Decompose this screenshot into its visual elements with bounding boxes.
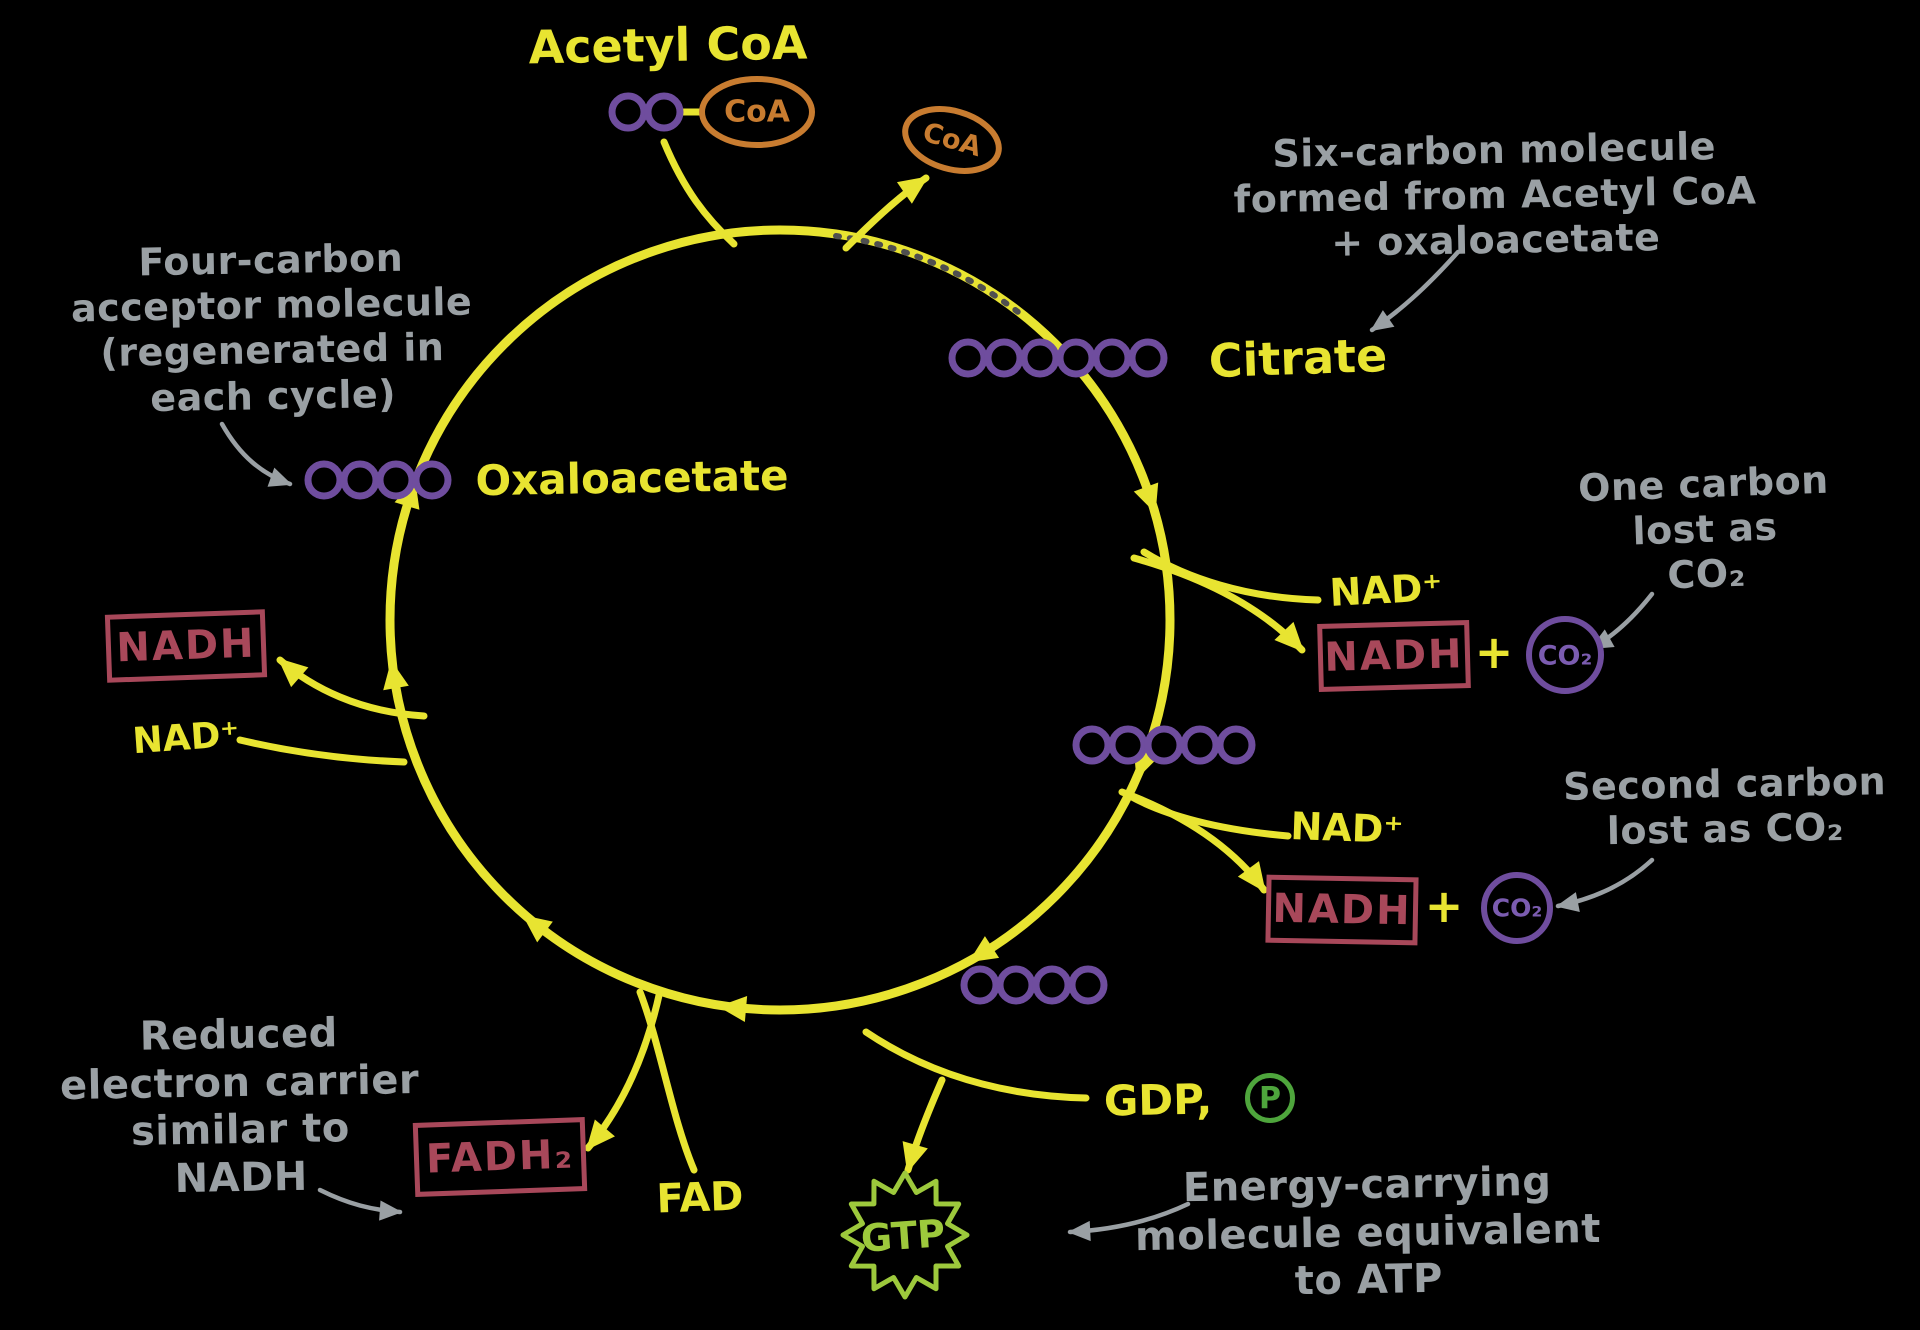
coa-attached-oval	[699, 76, 815, 148]
nad-right2-curve	[1126, 792, 1292, 840]
reduced-carrier-annotation: Reduced electron carrier similar to NADH	[59, 1009, 421, 1206]
oxaloacetate-carbon-chain	[304, 460, 452, 500]
cycle-arrowhead	[522, 915, 553, 943]
fadh2-box: FADH₂	[412, 1117, 588, 1197]
co2-circle-1	[1526, 616, 1604, 694]
one-carbon-annotation: One carbon lost as CO₂	[1577, 458, 1832, 602]
nadh-right2-box: NADH	[1265, 874, 1419, 946]
coa-release-arrow	[842, 174, 930, 252]
fadh2-label: FADH₂	[425, 1131, 575, 1183]
annotation-line: NADH	[174, 1153, 309, 1202]
nad-right1-curve	[1140, 548, 1322, 604]
citrate-label: Citrate	[1207, 327, 1389, 389]
oxaloacetate-label: Oxaloacetate	[475, 450, 789, 506]
annotation-line: acceptor molecule	[70, 279, 473, 331]
six-carbon-pointer-arrow	[1369, 249, 1461, 333]
phosphate-circle: P	[1245, 1073, 1295, 1123]
yellow-connectors	[236, 108, 1322, 1174]
nadh-right2-label: NADH	[1272, 885, 1412, 935]
annotation-line: molecule equivalent	[1134, 1205, 1602, 1260]
dashed-arc-segment	[833, 233, 1021, 315]
acetyl-entry-curve	[660, 138, 738, 248]
annotation-line: One carbon	[1577, 457, 1830, 511]
citrate-carbon-chain	[948, 338, 1168, 378]
nadh-left-label: NADH	[115, 620, 257, 672]
gtp-starburst	[840, 1170, 970, 1300]
cycle-arrowhead	[1133, 482, 1159, 514]
co2-label-1: CO₂	[1537, 640, 1593, 672]
four-carbon-chain	[960, 965, 1108, 1005]
nad-plus-left-label: NAD⁺	[131, 713, 241, 763]
gtp-label: GTP	[859, 1211, 947, 1261]
fad-label: FAD	[655, 1173, 745, 1223]
energy-pointer-arrow	[1067, 1201, 1191, 1242]
plus-sign-1: +	[1474, 625, 1514, 679]
nadh-right1-arrow	[1130, 554, 1306, 654]
acetyl-carbon-chain	[608, 92, 684, 132]
cycle-arrowhead	[718, 996, 748, 1022]
annotation-line: CO₂	[1666, 551, 1747, 598]
annotation-line: electron carrier	[59, 1056, 420, 1109]
one-carbon-pointer-arrow	[1589, 591, 1655, 651]
coa-attached-label: CoA	[724, 94, 790, 130]
annotation-line: Energy-carrying	[1182, 1158, 1552, 1212]
nad-plus-right2-label: NAD⁺	[1289, 804, 1405, 852]
acetyl-coa-label: Acetyl CoA	[528, 15, 808, 75]
annotation-line: (regenerated in	[100, 325, 445, 376]
six-carbon-annotation: Six-carbon molecule formed from Acetyl C…	[1233, 123, 1758, 268]
cycle-flow-arrowheads	[383, 479, 1159, 1022]
nadh-right1-label: NADH	[1323, 631, 1465, 681]
annotation-line: to ATP	[1294, 1255, 1444, 1305]
annotation-line: Reduced	[139, 1010, 339, 1060]
reduced-carrier-pointer-arrow	[317, 1187, 403, 1221]
gdp-curve	[862, 1028, 1090, 1102]
gtp-arrow	[902, 1076, 946, 1174]
co2-label-2: CO₂	[1491, 893, 1543, 923]
phosphate-label: P	[1259, 1080, 1281, 1116]
gdp-label: GDP,	[1103, 1074, 1213, 1126]
annotation-line: + oxaloacetate	[1330, 215, 1661, 266]
four-carbon-annotation: Four-carbon acceptor molecule (regenerat…	[70, 235, 474, 423]
annotation-line: Second carbon	[1562, 759, 1887, 809]
annotation-line: lost as CO₂	[1606, 805, 1845, 854]
fad-curve	[636, 988, 698, 1174]
four-carbon-pointer-arrow	[219, 421, 293, 487]
nadh-right2-arrow	[1118, 788, 1268, 894]
energy-carrier-annotation: Energy-carrying molecule equivalent to A…	[1134, 1158, 1602, 1309]
annotation-line: each cycle)	[149, 371, 397, 420]
annotation-line: similar to	[130, 1105, 351, 1156]
fadh2-arrow	[584, 987, 664, 1152]
nadh-left-box: NADH	[104, 609, 268, 683]
plus-sign-2: +	[1424, 879, 1464, 933]
second-carbon-pointer-arrow	[1555, 857, 1655, 912]
cycle-circle	[385, 225, 1175, 1015]
cycle-arrowhead	[968, 936, 1000, 963]
second-carbon-annotation: Second carbon lost as CO₂	[1563, 759, 1888, 855]
nadh-left-arrow	[276, 656, 428, 720]
nad-plus-right1-label: NAD⁺	[1328, 565, 1444, 615]
five-carbon-chain	[1072, 725, 1256, 765]
cycle-arrowhead	[383, 660, 409, 691]
annotation-line: Four-carbon	[138, 235, 404, 285]
nadh-right1-box: NADH	[1317, 620, 1471, 692]
co2-circle-2	[1481, 872, 1553, 944]
nad-left-curve	[236, 736, 408, 766]
coa-released-oval	[902, 106, 1002, 174]
